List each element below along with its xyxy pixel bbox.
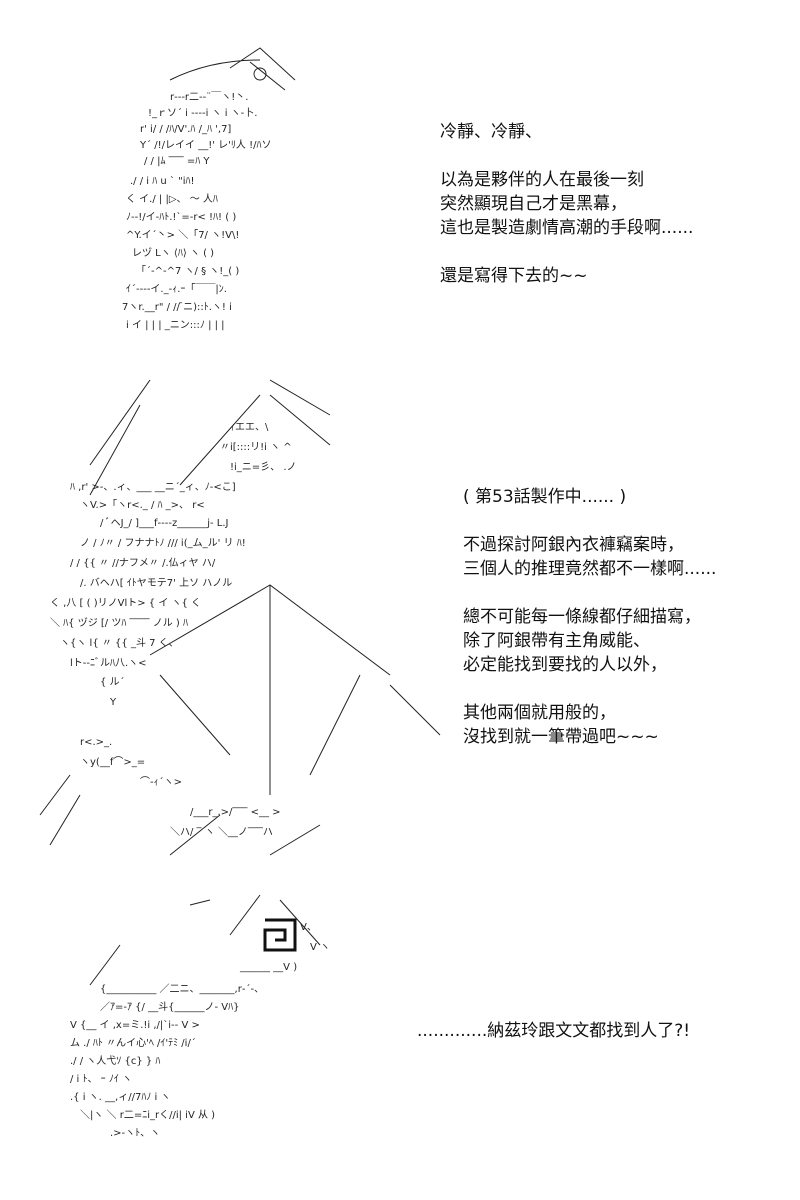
ascii-art-character-2: ｨエエ、\ 〃i[::::リ!i ヽ ^ !i_ニ=彡、 .ノ ﾊ ,r' >-… xyxy=(39,379,441,856)
svg-text:^Y.イ´丶> ＼「7/ ヽ!V\!: ^Y.イ´丶> ＼「7/ ヽ!V\! xyxy=(126,229,239,241)
svg-text:.{ i ヽ. __,ィ//7ﾊﾉ i ヽ: .{ i ヽ. __,ィ//7ﾊﾉ i ヽ xyxy=(70,1092,170,1103)
dialogue-text-3: .............納茲玲跟文文都找到人了?! xyxy=(417,1019,690,1043)
dialogue-line: 總不可能每一條線都仔細描寫， xyxy=(463,607,701,627)
svg-text:ヽ{ヽ l{ 〃 {{ _斗 7 く、: ヽ{ヽ l{ 〃 {{ _斗 7 く、 xyxy=(60,637,179,649)
dialogue-line: 還是寫得下去的~~ xyxy=(440,266,588,286)
dialogue-line: 突然顯現自己才是黑幕， xyxy=(440,194,627,214)
svg-text:く ,八 [ ( )リノVlト> { イ ヽ{ く: く ,八 [ ( )リノVlト> { イ ヽ{ く xyxy=(50,598,201,609)
dialogue-line: 除了阿銀帶有主角威能、 xyxy=(463,631,650,651)
svg-text:／ｱ=‐ｱ {/ __斗{______ノ‐ Vﾊ}: ／ｱ=‐ｱ {/ __斗{______ノ‐ Vﾊ} xyxy=(100,1001,239,1013)
svg-text:V、: V、 xyxy=(300,922,317,933)
svg-text:.>‐ヽﾄ、ヽ { ＼ Vi|_{/ i ＼: .>‐ヽﾄ、ヽ { ＼ Vi|_{/ i ＼ / ／ r‐、 ＼＼ V/ /ﾊ … xyxy=(110,1128,160,1139)
svg-text:＼ハ/ ‾ ヽ ＼__ノ‾‾‾ハ: ＼ハ/ ‾ ヽ ＼__ノ‾‾‾ハ xyxy=(170,826,273,838)
dialogue-line: ( 第53話製作中...... ) xyxy=(463,487,627,507)
svg-text:Y: Y xyxy=(109,697,117,708)
dialogue-line: 其他兩個就用般的， xyxy=(463,703,616,723)
svg-text:く イ./ | |▷、 〜 人ﾊ: く イ./ | |▷、 〜 人ﾊ xyxy=(126,193,218,205)
svg-text:i イ | | | _ニン:::ﾉ | | |: i イ | | | _ニン:::ﾉ | | | xyxy=(126,320,225,331)
panel-1: r‐-‐r二‐‐¨￣ヽ!丶. !_ｒソ´ i ‐‐-‐i ヽ i ヽ‐卜. r'… xyxy=(0,0,800,360)
svg-text:V ヽ: V ヽ xyxy=(310,942,330,953)
svg-text:/. バヘハ[ ｲﾄヤモテ7' 上ソ ハノル: /. バヘハ[ ｲﾄヤモテ7' 上ソ ハノル xyxy=(80,577,232,589)
svg-text:/ / |ﾑ ‾‾‾ =ﾊ Y: / / |ﾑ ‾‾‾ =ﾊ Y xyxy=(144,156,210,167)
svg-text:r‐-‐r二‐‐¨￣ヽ!丶.: r‐-‐r二‐‐¨￣ヽ!丶. xyxy=(170,90,248,103)
panel-2: ｨエエ、\ 〃i[::::リ!i ヽ ^ !i_ニ=彡、 .ノ ﾊ ,r' >-… xyxy=(0,360,800,880)
svg-text:ｲ´‐‐-‐イ._-ｨ.ｰ「￣￣|ﾝ.: ｲ´‐‐-‐イ._-ｨ.ｰ「￣￣|ﾝ. xyxy=(126,282,227,295)
svg-text:〃i[::::リ!i ヽ ^: 〃i[::::リ!i ヽ ^ xyxy=(220,442,292,453)
dialogue-line: 不過探討阿銀內衣褲竊案時， xyxy=(463,535,684,555)
svg-text:ｨエエ、\: ｨエエ、\ xyxy=(230,422,269,433)
dialogue-line: 以為是夥伴的人在最後一刻 xyxy=(440,170,644,190)
svg-text:ヽy(__f⌒>_=: ヽy(__f⌒>_= xyxy=(80,756,145,768)
svg-text:r<.>_.: r<.>_. xyxy=(80,737,112,748)
dialogue-line: 必定能找到要找的人以外， xyxy=(463,655,667,675)
svg-text:!i_ニ=彡、 .ノ: !i_ニ=彡、 .ノ xyxy=(230,462,297,473)
svg-text:{ ル´: { ル´ xyxy=(100,676,125,688)
ascii-art-character-3: V、 V ヽ ______ __V ) {__________ ／二ニ、____… xyxy=(70,894,330,1139)
dialogue-line: .............納茲玲跟文文都找到人了?! xyxy=(417,1021,691,1041)
svg-text:ﾉ‐-!/イ-ﾊﾄ.!`=-r< !ﾊ! ( ): ﾉ‐-!/イ-ﾊﾄ.!`=-r< !ﾊ! ( ) xyxy=(126,211,236,223)
svg-text:Y´ /!/レイイ __!' レ'ﾘ人 !/ﾊソ: Y´ /!/レイイ __!' レ'ﾘ人 !/ﾊソ xyxy=(139,139,271,151)
dialogue-text-1: 冷靜、冷靜、 以為是夥伴的人在最後一刻 突然顯現自己才是黑幕， 這也是製造劇情高… xyxy=(440,120,693,288)
svg-text:!_ｒソ´ i ‐‐-‐i ヽ i ヽ‐卜.: !_ｒソ´ i ‐‐-‐i ヽ i ヽ‐卜. xyxy=(148,107,257,119)
svg-text:ム ./ ﾊﾄ 〃んイ心'ﾍ /ｲ'ﾃﾐ /i/´: ム ./ ﾊﾄ 〃んイ心'ﾍ /ｲ'ﾃﾐ /i/´ xyxy=(70,1037,196,1049)
svg-text:＼|ヽ ＼ r二=ﾆi_rく//i| iV 从 ): ＼|ヽ ＼ r二=ﾆi_rく//i| iV 从 ) xyxy=(80,1109,215,1121)
svg-text:レヅ Lヽ ⟨ﾊ⟩ ヽ ( ): レヅ Lヽ ⟨ﾊ⟩ ヽ ( ) xyxy=(132,247,214,259)
svg-text:lト-‐ﾆﾞルﾊ八.ヽ<: lト-‐ﾆﾞルﾊ八.ヽ< xyxy=(70,657,147,669)
dialogue-line: 三個人的推理竟然都不一樣啊...... xyxy=(463,559,717,579)
svg-text:______ __V ): ______ __V ) xyxy=(239,962,297,973)
svg-text:/ / {{ 〃 //ナフメ〃 /.仏ィヤ ハ/: / / {{ 〃 //ナフメ〃 /.仏ィヤ ハ/ xyxy=(70,557,216,569)
dialogue-line: 冷靜、冷靜、 xyxy=(440,122,542,142)
svg-text:/ ﾞヘJ_/ ]___f‐‐‐‐z______j‐ L.J: / ﾞヘJ_/ ]___f‐‐‐‐z______j‐ L.J xyxy=(100,517,228,529)
svg-text:/___r_.>/‾‾‾ <__ >: /___r_.>/‾‾‾ <__ > xyxy=(190,807,281,818)
ascii-art-character-1: r‐-‐r二‐‐¨￣ヽ!丶. !_ｒソ´ i ‐‐-‐i ヽ i ヽ‐卜. r'… xyxy=(122,47,296,331)
svg-text:ノ / ﾉ〃 / フナナﾄﾉ /// i(_ム_ル' リ ﾊ: ノ / ﾉ〃 / フナナﾄﾉ /// i(_ム_ル' リ ﾊ! xyxy=(80,537,246,549)
svg-text:ﾊ ,r' >-、.ィ、___ __ニ´_ィ、ﾉ‐<こ]: ﾊ ,r' >-、.ィ、___ __ニ´_ィ、ﾉ‐<こ] xyxy=(70,481,236,493)
svg-text:＼ ﾊ{ ヅジ [/ ツﾊ ‾‾‾‾ ノル ) ﾊ: ＼ ﾊ{ ヅジ [/ ツﾊ ‾‾‾‾ ノル ) ﾊ xyxy=(50,617,188,629)
svg-text:r' i/ / /ﾊ/V'.ﾊ /_ﾊ ',7]: r' i/ / /ﾊ/V'.ﾊ /_ﾊ ',7] xyxy=(140,124,231,135)
svg-text:「´‐^‐^7 ヽ/ § ヽ!_( ): 「´‐^‐^7 ヽ/ § ヽ!_( ) xyxy=(136,265,239,277)
svg-text:V {__ イ ,x=ミ.!i ,/|`i-‐ V >: V {__ イ ,x=ミ.!i ,/|`i-‐ V > xyxy=(70,1019,200,1031)
dialogue-text-2: ( 第53話製作中...... ) 不過探討阿銀內衣褲竊案時， 三個人的推理竟然… xyxy=(463,485,716,749)
svg-text:{__________ ／二ニ、_______,r‐´‐、: {__________ ／二ニ、_______,r‐´‐、 xyxy=(100,983,264,995)
svg-text:./ / ヽ人弋ｿ {c} } ﾊ: ./ / ヽ人弋ｿ {c} } ﾊ xyxy=(70,1054,160,1067)
dialogue-line: 沒找到就一筆帶過吧~~~ xyxy=(463,727,659,747)
svg-text:/ i ﾄ、 ｰ ﾉｲ ヽ: / i ﾄ、 ｰ ﾉｲ ヽ xyxy=(70,1074,132,1085)
dialogue-line: 這也是製造劇情高潮的手段啊...... xyxy=(440,218,694,238)
svg-text:7ヽr.__r" / // ̄ニ)::ﾄ.ヽ! i: 7ヽr.__r" / // ̄ニ)::ﾄ.ヽ! i xyxy=(122,302,232,313)
svg-text:./ / i ﾊ u ` "iﾊ!: ./ / i ﾊ u ` "iﾊ! xyxy=(130,175,195,187)
svg-text:⌒-ｨ´ヽ>: ⌒-ｨ´ヽ> xyxy=(140,776,182,788)
panel-3: V、 V ヽ ______ __V ) {__________ ／二ニ、____… xyxy=(0,880,800,1200)
svg-text:ヽV.>「ヽr<._ / ﾊ _>、 r<: ヽV.>「ヽr<._ / ﾊ _>、 r< xyxy=(80,499,205,511)
